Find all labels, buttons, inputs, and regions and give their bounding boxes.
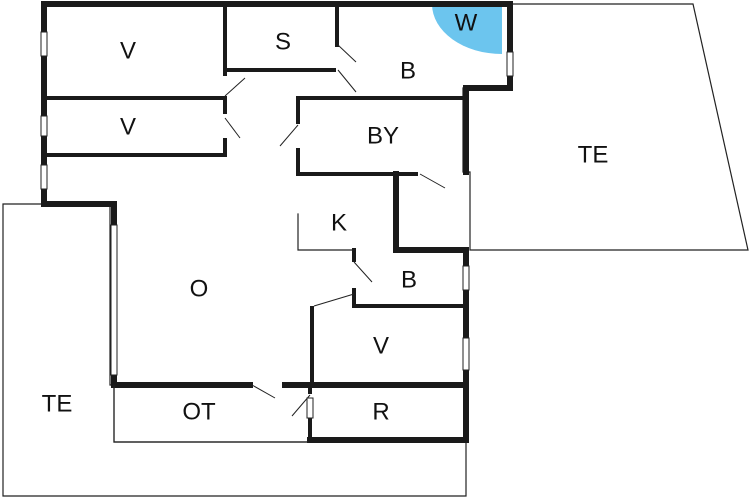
door-by (279, 124, 299, 147)
door-v-mid (224, 117, 241, 139)
room-label-te-right: TE (578, 141, 609, 168)
window-b-lower (462, 265, 470, 291)
room-label-o: O (190, 275, 209, 302)
room-label-v-mid: V (120, 113, 136, 140)
room-label-k: K (331, 209, 347, 236)
door-ot (251, 384, 276, 399)
door-b-top (337, 69, 357, 93)
window-o-left (110, 224, 118, 376)
room-label-te-left: TE (42, 390, 73, 417)
window-r (306, 397, 314, 419)
kitchen-counter (297, 213, 355, 251)
door-v-top (224, 77, 246, 97)
room-label-v-lower: V (373, 332, 389, 359)
door-r (291, 394, 311, 417)
room-label-w: W (455, 9, 478, 36)
door-te (419, 173, 446, 189)
door-v-lower (313, 293, 355, 307)
room-label-b-top: B (400, 57, 416, 84)
window-v-mid (40, 115, 48, 137)
terrace-right-outline (462, 3, 749, 251)
outer-wall-right-upper (463, 1, 513, 175)
door-s (337, 44, 357, 63)
window-o-left-top (40, 164, 48, 190)
room-label-v-top: V (120, 37, 136, 64)
window-v-lower (462, 337, 470, 371)
room-label-b-lower: B (401, 266, 417, 293)
door-swings (224, 44, 446, 417)
room-label-s: S (275, 28, 291, 55)
wc-quarter-circle (432, 4, 502, 54)
room-label-ot: OT (182, 398, 216, 425)
room-label-by: BY (367, 122, 399, 149)
window-b-top (506, 51, 514, 77)
door-b-lower (353, 261, 373, 283)
window-v-top (40, 31, 48, 57)
room-label-r: R (372, 398, 389, 425)
ot-outline (113, 384, 309, 443)
